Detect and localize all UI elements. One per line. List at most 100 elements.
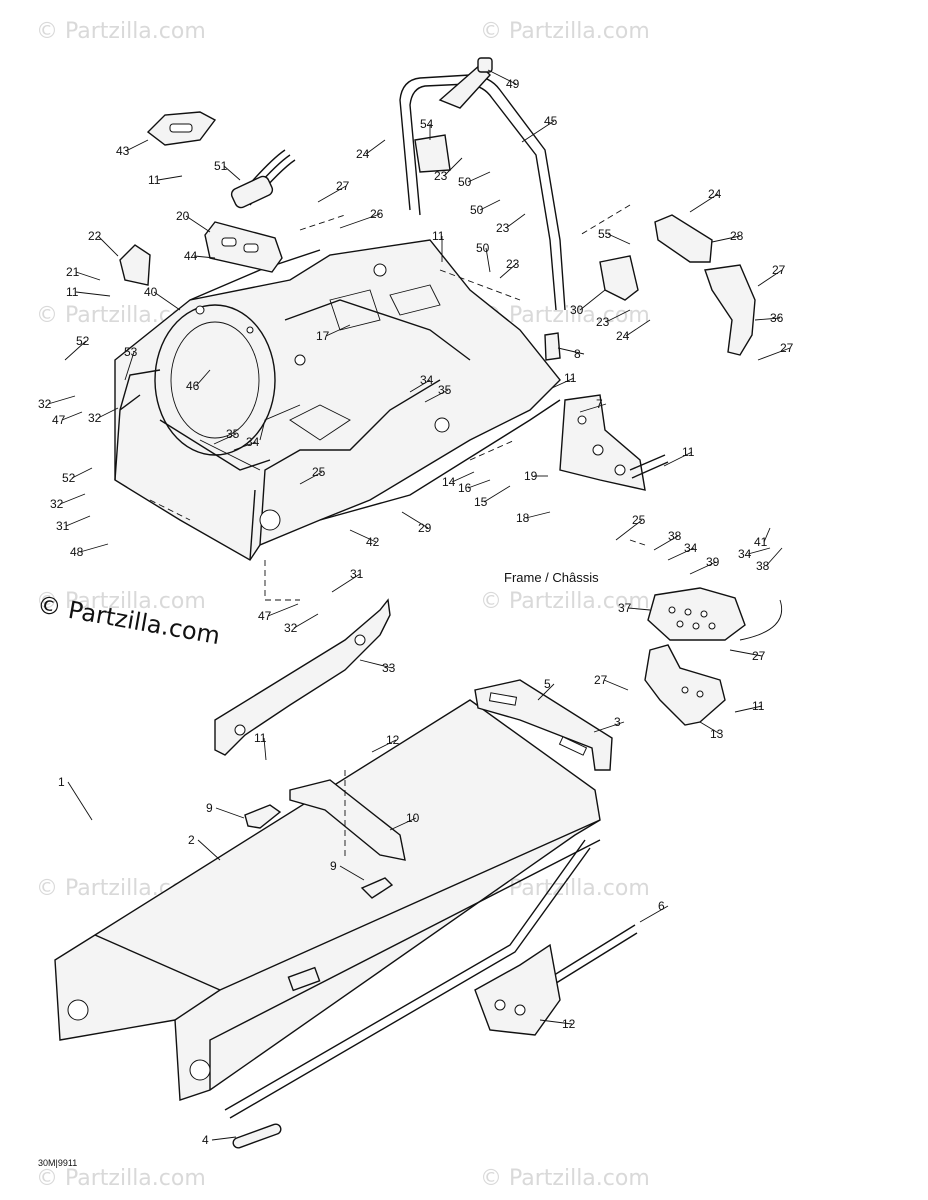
callout-leader-line: [157, 175, 183, 181]
callout-label-53: 53: [124, 345, 138, 359]
watermark-text: © Partzilla.com: [36, 589, 206, 614]
callout-leader-line: [59, 493, 86, 505]
callout-label-8: 8: [574, 347, 581, 361]
callout-leader-line: [689, 561, 717, 575]
callout-label-19: 19: [524, 469, 538, 483]
callout-leader-line: [211, 1136, 237, 1141]
watermark-text: © Partzilla.com: [480, 1166, 650, 1191]
callout-label-35: 35: [226, 427, 240, 441]
callout-label-39: 39: [706, 555, 720, 569]
callout-label-11: 11: [432, 229, 445, 243]
callout-label-32: 32: [88, 411, 102, 425]
callout-leader-line: [124, 351, 135, 381]
callout-label-34: 34: [420, 373, 434, 387]
callout-label-41: 41: [754, 535, 768, 549]
callout-label-31: 31: [350, 567, 364, 581]
callout-leader-line: [625, 319, 651, 337]
callout-label-36: 36: [770, 311, 784, 325]
callout-label-17: 17: [316, 329, 330, 343]
callout-label-7: 7: [596, 397, 603, 411]
frame-caption: Frame / Châssis: [504, 570, 599, 585]
callout-label-33: 33: [382, 661, 396, 675]
callout-leader-line: [263, 737, 267, 761]
drawing-code: 30M|9911: [38, 1158, 77, 1168]
callout-label-49: 49: [506, 77, 520, 91]
callout-label-45: 45: [544, 114, 558, 128]
callout-leader-line: [325, 324, 351, 337]
brackets-right: [559, 214, 756, 491]
callout-leader-line: [579, 403, 607, 413]
callout-leader-line: [603, 679, 629, 691]
callout-leader-line: [754, 317, 781, 321]
callout-leader-line: [401, 511, 429, 529]
callout-label-27: 27: [780, 341, 794, 355]
callout-leader-line: [195, 369, 211, 387]
callout-leader-line: [371, 739, 397, 753]
callout-label-46: 46: [186, 379, 200, 393]
callout-label-27: 27: [752, 649, 766, 663]
callout-leader-line: [757, 347, 791, 361]
callout-leader-line: [339, 865, 365, 881]
callout-label-11: 11: [682, 445, 695, 459]
footrest-assembly: [644, 587, 782, 726]
callout-label-47: 47: [52, 413, 66, 427]
callout-leader-line: [153, 291, 181, 311]
callout-label-48: 48: [70, 545, 84, 559]
callout-label-23: 23: [506, 257, 520, 271]
callout-leader-line: [607, 233, 631, 245]
callout-leader-line: [505, 213, 526, 229]
callout-leader-line: [653, 535, 679, 551]
callout-label-11: 11: [254, 731, 267, 745]
callout-leader-line: [79, 543, 109, 553]
callout-leader-line: [734, 705, 763, 713]
callout-leader-line: [467, 479, 491, 489]
callout-label-12: 12: [562, 1017, 576, 1031]
callout-label-9: 9: [206, 801, 213, 815]
callout-label-23: 23: [434, 169, 448, 183]
callout-label-24: 24: [356, 147, 370, 161]
callout-leader-line: [365, 139, 386, 155]
callout-leader-line: [97, 407, 119, 419]
callout-label-32: 32: [38, 397, 52, 411]
callout-label-15: 15: [474, 495, 488, 509]
callout-leader-line: [579, 289, 606, 311]
callout-label-35: 35: [438, 383, 452, 397]
callout-label-1: 1: [58, 775, 65, 789]
callout-leader-line: [424, 389, 449, 403]
watermark-text: © Partzilla.com: [36, 19, 206, 44]
callout-leader-line: [197, 839, 221, 861]
callout-leader-line: [539, 1019, 573, 1025]
callout-leader-line: [521, 120, 555, 143]
callout-label-6: 6: [658, 899, 665, 913]
callout-label-2: 2: [188, 833, 195, 847]
callout-label-34: 34: [246, 435, 260, 449]
callout-label-24: 24: [616, 329, 630, 343]
callout-leader-line: [639, 905, 669, 923]
callout-leader-line: [487, 69, 517, 85]
callout-leader-line: [71, 467, 93, 479]
callout-leader-line: [593, 721, 625, 733]
callout-leader-line: [729, 649, 763, 657]
callout-label-47: 47: [258, 609, 272, 623]
callout-label-4: 4: [202, 1133, 209, 1147]
callout-leader-line: [125, 139, 149, 152]
callout-label-43: 43: [116, 144, 130, 158]
callout-leader-line: [763, 527, 771, 543]
callout-leader-line: [627, 607, 651, 611]
main-frame: [114, 239, 561, 561]
callout-label-34: 34: [738, 547, 752, 561]
callout-leader-line: [349, 529, 377, 543]
callout-leader-line: [757, 269, 783, 287]
callout-leader-line: [409, 379, 431, 393]
callout-label-51: 51: [214, 159, 228, 173]
callout-leader-line: [485, 247, 491, 273]
watermark-text: © Partzilla.com: [480, 589, 650, 614]
callout-label-29: 29: [418, 521, 432, 535]
watermark-text: © Partzilla.com: [480, 19, 650, 44]
callout-leader-line: [65, 515, 91, 527]
callout-leader-line: [499, 263, 517, 279]
callout-label-14: 14: [442, 475, 456, 489]
callout-leader-line: [389, 817, 417, 831]
